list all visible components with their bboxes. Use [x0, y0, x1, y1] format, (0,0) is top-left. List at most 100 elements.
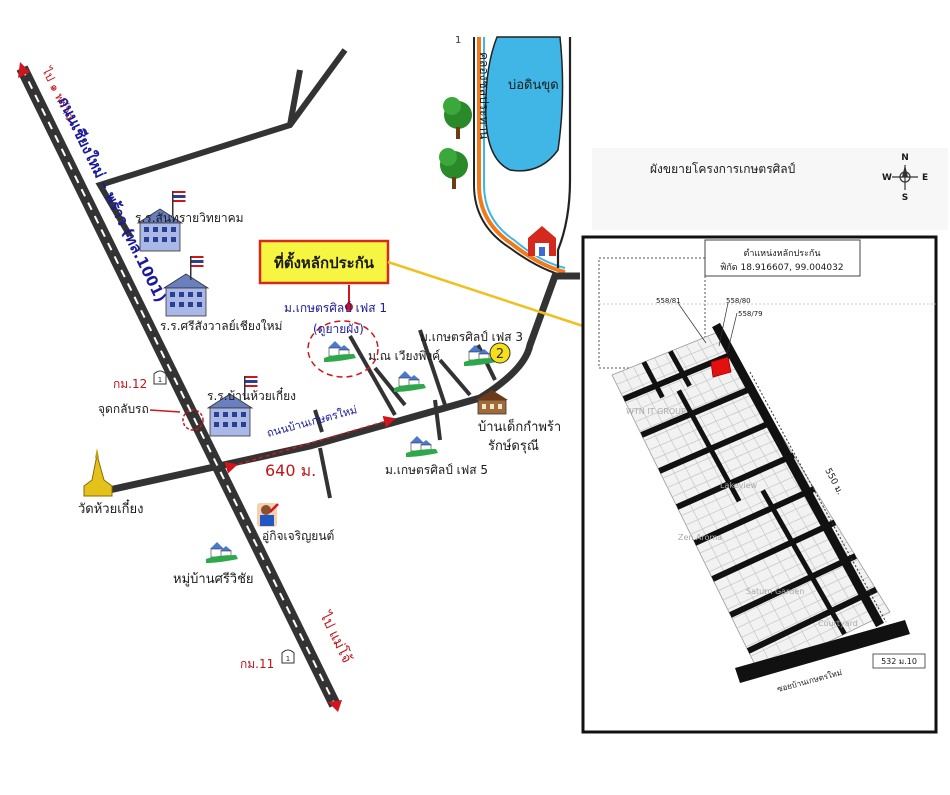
svg-text:1: 1 — [286, 655, 290, 663]
u-turn-marker — [182, 409, 204, 431]
road-branch — [348, 335, 397, 416]
village-rk-label: ม.ณ เวียงพิงค์ — [368, 349, 440, 363]
to-south-label: ไป แม่โจ้ — [316, 608, 356, 665]
fire-station-icon — [528, 226, 556, 256]
inset-title: ผังขยายโครงการเกษตรศิลป์ — [650, 162, 795, 176]
school-building-icon — [206, 376, 258, 437]
inset-road — [746, 586, 878, 654]
highway-name-label: ถนนเชียงใหม่ – พร้าว (ทล.1001) — [54, 94, 169, 305]
phase1-sublabel: (ดูยายผัง) — [313, 322, 364, 337]
school-2-label: ร.ร.ศรีสังวาลย์เชียงใหม่ — [160, 319, 282, 333]
phase1-highlight-circle — [307, 320, 379, 378]
compass-n: N — [901, 153, 909, 163]
inset-road — [693, 486, 816, 546]
school-building-icon — [162, 256, 210, 317]
km11-label: กม.11 — [240, 657, 274, 671]
mechanic-icon — [257, 503, 279, 527]
km-marker-icon: 1 — [281, 649, 295, 664]
housing-project-icon — [464, 345, 496, 366]
inset-panel: ตำแหน่งหลักประกัน พิกัด 18.916607, 99.00… — [581, 235, 938, 734]
orphanage-building-icon — [476, 390, 508, 415]
faint-label: Saturn Garden — [746, 587, 804, 596]
compass-icon: N S E W — [882, 153, 928, 203]
housing-project-icon — [206, 542, 238, 563]
faint-label: Lakeview — [720, 481, 758, 490]
side-road — [287, 69, 303, 126]
inset-road — [668, 350, 692, 388]
inset-road — [640, 385, 754, 438]
housing-project-icon — [324, 341, 356, 362]
road-branch — [433, 399, 442, 441]
compass-e: E — [922, 173, 928, 183]
plot-line — [664, 353, 826, 644]
inset-road — [760, 489, 847, 636]
plot-a-label: 558/81 — [656, 297, 681, 305]
school-3-label: ร.ร.บ้านห้วยเกี๋ยง — [207, 386, 296, 403]
phase-badge: 2 — [489, 342, 511, 364]
phase3-label: ม.เกษตรศิลป์ เฟส 3 — [420, 330, 523, 344]
north-arrow — [18, 62, 30, 78]
svg-text:1: 1 — [158, 376, 162, 384]
temple-label: วัดห้วยเกี๋ยง — [78, 499, 144, 517]
inset-road — [658, 418, 775, 474]
orphanage-label-1: บ้านเด็กกำพร้า — [478, 417, 561, 435]
road-branch — [418, 329, 447, 406]
school-1-label: ร.ร.สันทรายวิทยาคม — [135, 211, 244, 225]
inset-header-bg — [592, 148, 948, 230]
orphanage-label-2: รักษ์ดรุณี — [488, 438, 539, 454]
plot-line — [654, 357, 813, 650]
plot-c-label: 558/79 — [738, 310, 763, 318]
inset-road — [641, 360, 665, 399]
faint-label: Courtyard — [818, 619, 858, 628]
compass-s: S — [902, 193, 908, 203]
temple-icon — [83, 448, 113, 497]
plot-line — [675, 349, 839, 638]
inset-connector — [387, 260, 584, 328]
pond — [485, 36, 564, 172]
road-branch — [318, 447, 332, 499]
highway-1001 — [16, 65, 341, 708]
garage-label: อู่กิจเจริญยนต์ — [262, 529, 334, 544]
inset-road — [729, 553, 857, 618]
distance-label: 640 ม. — [265, 461, 316, 480]
plot-b-label: 558/80 — [726, 297, 751, 305]
location-title: ตำแหน่งหลักประกัน — [743, 248, 820, 259]
location-pin — [345, 303, 353, 311]
tree-icon — [439, 148, 468, 189]
compass-w: W — [882, 173, 892, 183]
house-number-label: 532 ม.10 — [881, 657, 917, 666]
road-branch — [438, 358, 472, 397]
faint-label: WTN IT GROUP — [626, 407, 686, 416]
phase1-label: ม.เกษตรศิลป์ เฟส 1 — [284, 301, 387, 315]
plot-line — [622, 370, 774, 669]
road-branch — [373, 366, 407, 407]
school-building-icon — [136, 191, 186, 252]
village-sw-label: หมู่บ้านศรีวิชัย — [173, 571, 254, 587]
irrigation-canal — [473, 37, 572, 277]
plot-line — [632, 366, 787, 663]
housing-project-icon — [394, 371, 426, 392]
side-road — [95, 48, 348, 238]
km-marker-icon: 1 — [153, 370, 167, 385]
plot-line — [643, 361, 800, 657]
south-arrow — [328, 700, 342, 712]
inset-road — [711, 519, 837, 582]
plot-line — [685, 344, 852, 632]
location-coords: พิกัด 18.916607, 99.004032 — [720, 262, 843, 273]
pond-label: บ่อดินขุด — [508, 78, 559, 93]
faint-label: Zen Aroma — [678, 533, 722, 542]
tree-icon — [443, 97, 472, 139]
checkpoint-pointer — [149, 409, 181, 413]
top-number: 1 — [455, 35, 461, 46]
phase5-label: ม.เกษตรศิลป์ เฟส 5 — [385, 463, 488, 477]
housing-project-icon — [406, 436, 438, 457]
inset-road — [675, 452, 795, 510]
inset-road — [676, 389, 742, 503]
plot-line — [696, 340, 865, 625]
highlight-box-label: ที่ตั้งหลักประกัน — [274, 251, 375, 272]
km12-label: กม.12 — [113, 377, 147, 391]
badge-number: 2 — [496, 347, 504, 362]
checkpoint-label: จุดกลับรถ — [98, 402, 149, 417]
canal-label: คลองชลประทาน — [477, 52, 491, 139]
